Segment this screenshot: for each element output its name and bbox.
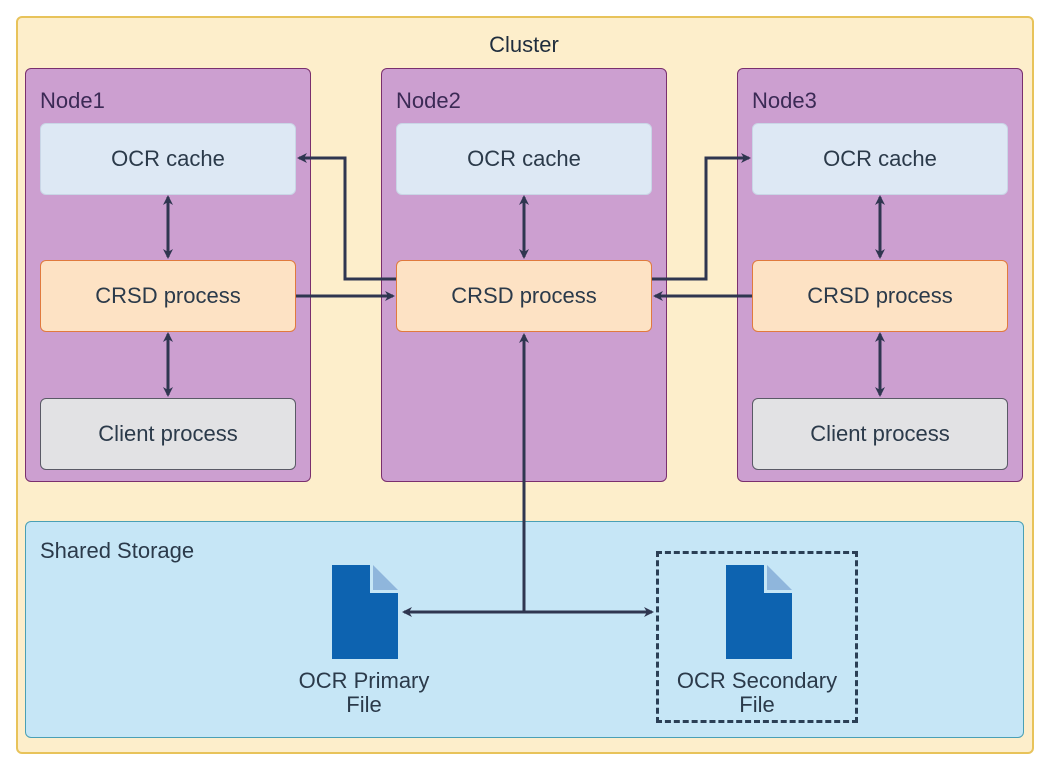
node2-ocr-cache: OCR cache: [396, 123, 652, 195]
ocr-secondary-file-label: OCR Secondary File: [657, 669, 857, 717]
ocr-secondary-file-label-line2: File: [739, 692, 775, 717]
ocr-secondary-file-label-line1: OCR Secondary: [676, 668, 838, 693]
ocr-primary-file-label-line2: File: [346, 692, 382, 717]
node2-crsd-to-node3-cache-arrow: [652, 153, 751, 281]
ocr-secondary-file-icon: [726, 565, 792, 659]
node1-label: Node1: [40, 88, 105, 113]
node3-label: Node3: [752, 88, 817, 113]
node3-ocr-cache: OCR cache: [752, 123, 1008, 195]
ocr-primary-file-label-line1: OCR Primary: [298, 668, 430, 693]
node3-client-process: Client process: [752, 398, 1008, 470]
node2-label: Node2: [396, 88, 461, 113]
node3-crsd-process: CRSD process: [752, 260, 1008, 332]
shared-storage-label: Shared Storage: [40, 538, 195, 563]
secondary-file-dashed-frame: [656, 551, 858, 723]
node1-crsd-process: CRSD process: [40, 260, 296, 332]
node1-ocr-cache: OCR cache: [40, 123, 296, 195]
cluster-title: Cluster: [489, 32, 559, 57]
node2-crsd-process: CRSD process: [396, 260, 652, 332]
ocr-primary-file-label: OCR Primary File: [264, 669, 464, 717]
node1-client-process: Client process: [40, 398, 296, 470]
node2-crsd-to-node1-cache-arrow: [297, 153, 396, 281]
ocr-primary-file-icon: [332, 565, 398, 659]
